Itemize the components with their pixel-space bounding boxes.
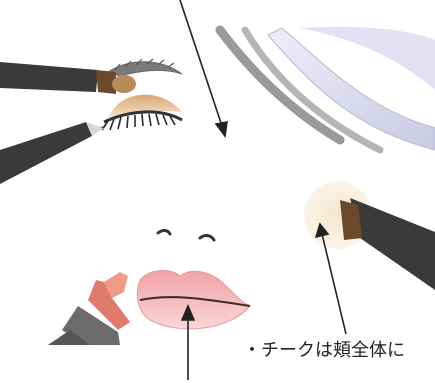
eyebrow bbox=[106, 61, 183, 77]
eye-lid bbox=[103, 110, 183, 124]
lipstick bbox=[48, 272, 130, 345]
cheek-instruction-text: ・チークは頬全体に bbox=[243, 340, 405, 361]
eyelashes bbox=[101, 113, 176, 131]
lips bbox=[136, 270, 251, 330]
hair-strands bbox=[215, 25, 435, 154]
eyeshadow-area bbox=[108, 94, 182, 118]
eyeshadow-brush bbox=[0, 62, 136, 94]
eyebrow-hairs bbox=[114, 58, 175, 71]
arrows bbox=[179, 0, 347, 380]
nose bbox=[156, 229, 216, 242]
eyeliner-pencil bbox=[0, 122, 106, 184]
